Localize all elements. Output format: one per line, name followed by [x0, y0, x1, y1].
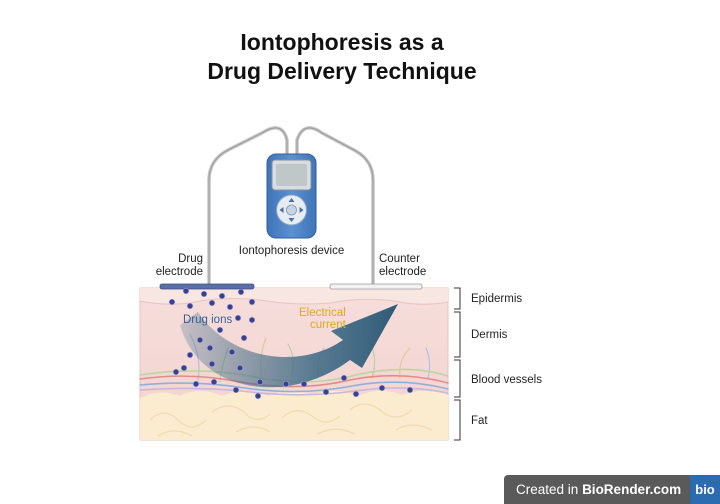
- drug-ion: [228, 348, 236, 356]
- electrical-current-label-2: current: [310, 319, 347, 331]
- drug-ion: [248, 316, 256, 324]
- drug-ion: [236, 364, 244, 372]
- drug-electrode-label-1: Drug: [178, 253, 203, 265]
- drug-ion: [282, 380, 290, 388]
- badge-brand: BioRender.com: [582, 482, 682, 497]
- drug-ion: [182, 287, 190, 295]
- drug-ion: [254, 392, 262, 400]
- drug-ion: [168, 298, 176, 306]
- drug-ion: [180, 364, 188, 372]
- biorender-badge[interactable]: Created in BioRender.com bio: [504, 475, 720, 504]
- layer-label-dermis: Dermis: [471, 329, 508, 341]
- drug-ions-label: Drug ions: [183, 314, 232, 326]
- drug-ion: [256, 378, 264, 386]
- drug-ion: [300, 380, 308, 388]
- drug-ion: [210, 378, 218, 386]
- drug-ion: [208, 360, 216, 368]
- drug-ion: [340, 374, 348, 382]
- drug-ion: [206, 344, 214, 352]
- drug-ion: [192, 380, 200, 388]
- counter-electrode: [329, 283, 423, 290]
- drug-ion: [352, 390, 360, 398]
- layer-label-fat: Fat: [471, 415, 488, 427]
- drug-ion: [226, 303, 234, 311]
- drug-ion: [237, 288, 245, 296]
- drug-ion: [186, 351, 194, 359]
- drug-ions: [168, 287, 414, 400]
- layer-brackets: [454, 287, 461, 441]
- drug-ion: [322, 388, 330, 396]
- drug-ion: [378, 384, 386, 392]
- drug-ion: [196, 336, 204, 344]
- electrical-current-label-1: Electrical: [299, 307, 346, 319]
- drug-ion: [216, 326, 224, 334]
- iontophoresis-device: [266, 153, 317, 239]
- drug-ion: [200, 290, 208, 298]
- drug-ion: [248, 298, 256, 306]
- layer-label-blood-vessels: Blood vessels: [471, 374, 542, 386]
- device-label: Iontophoresis device: [239, 245, 344, 257]
- fat-layer: [140, 390, 448, 440]
- drug-ion: [234, 314, 242, 322]
- drug-ion: [240, 334, 248, 342]
- layer-label-epidermis: Epidermis: [471, 293, 522, 305]
- counter-electrode-label-2: electrode: [379, 266, 426, 278]
- drug-ion: [218, 292, 226, 300]
- counter-electrode-label-1: Counter: [379, 253, 420, 265]
- title-line-2: Drug Delivery Technique: [207, 58, 477, 84]
- drug-ion: [172, 368, 180, 376]
- biorender-logo-icon: bio: [690, 475, 720, 504]
- drug-ion: [186, 302, 194, 310]
- drug-ion: [406, 386, 414, 394]
- drug-ion: [232, 386, 240, 394]
- drug-ion: [208, 299, 216, 307]
- badge-prefix: Created in: [516, 482, 579, 497]
- epidermis-layer: [140, 288, 448, 305]
- drug-electrode: [159, 283, 255, 290]
- drug-electrode-label-2: electrode: [156, 266, 203, 278]
- title-line-1: Iontophoresis as a: [240, 29, 444, 55]
- electrical-current-arrow: [180, 304, 398, 388]
